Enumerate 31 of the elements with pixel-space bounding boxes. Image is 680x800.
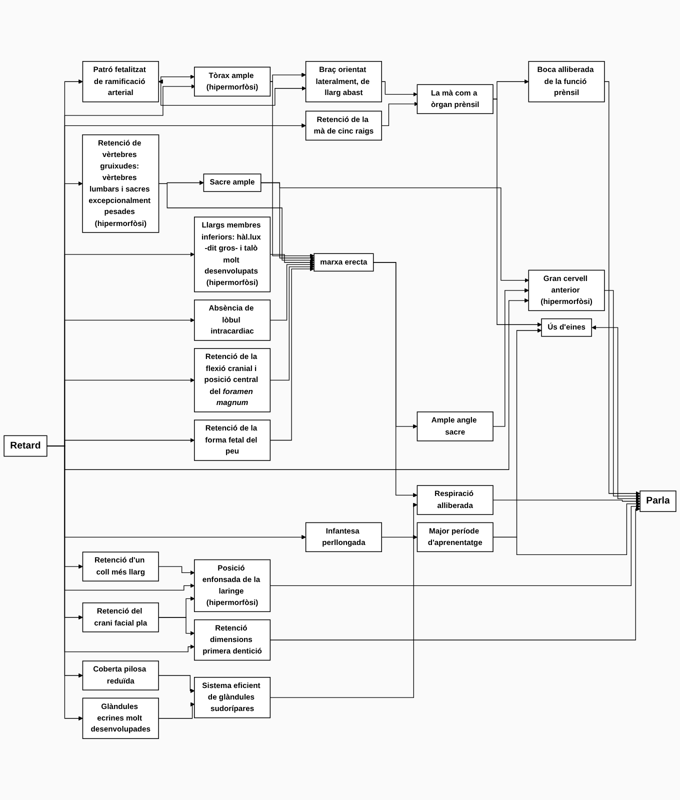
arrow [46,446,83,721]
arrow [270,502,418,698]
arrow [270,264,314,381]
arrow [492,499,640,504]
arrow [270,506,640,640]
arrow [158,566,195,575]
arrow [158,79,306,106]
arrow [381,534,418,540]
arrow [592,325,640,501]
arrow [604,290,640,498]
arrow [158,702,195,719]
arrow [270,254,314,265]
node-box: Retard [4,435,48,457]
arrow [373,262,418,429]
arrow [270,262,315,321]
arrow [270,266,314,441]
arrow [492,502,641,556]
arrow [381,102,419,126]
arrow [492,288,529,427]
arrow [373,262,418,498]
arrow [158,617,195,636]
node-box: Parla [640,490,676,512]
arrow [270,504,640,586]
arrow [270,72,306,82]
arrow [158,675,195,694]
arrow [381,81,418,97]
arrow [158,183,315,262]
arrow [270,81,314,258]
arrow [492,98,542,327]
arrow [604,81,640,496]
arrow [260,182,530,283]
